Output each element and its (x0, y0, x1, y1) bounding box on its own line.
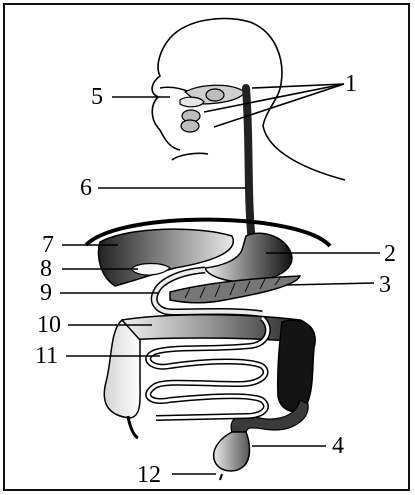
descending-colon (278, 320, 315, 411)
label-9: 9 (40, 280, 52, 306)
label-8: 8 (40, 256, 52, 282)
appendix (128, 416, 138, 438)
labels: 1 2 3 4 5 6 7 8 9 10 11 12 (35, 71, 396, 488)
ascending-colon (104, 320, 140, 418)
label-7: 7 (42, 232, 54, 258)
label-4: 4 (332, 433, 344, 459)
rectum (214, 432, 250, 471)
label-5: 5 (91, 84, 103, 110)
label-6: 6 (80, 175, 92, 201)
label-3: 3 (379, 272, 391, 298)
label-1: 1 (345, 71, 357, 97)
label-2: 2 (384, 241, 396, 267)
anus (220, 474, 222, 480)
label-10: 10 (37, 312, 61, 338)
label-12: 12 (137, 462, 161, 488)
label-11: 11 (35, 343, 58, 369)
